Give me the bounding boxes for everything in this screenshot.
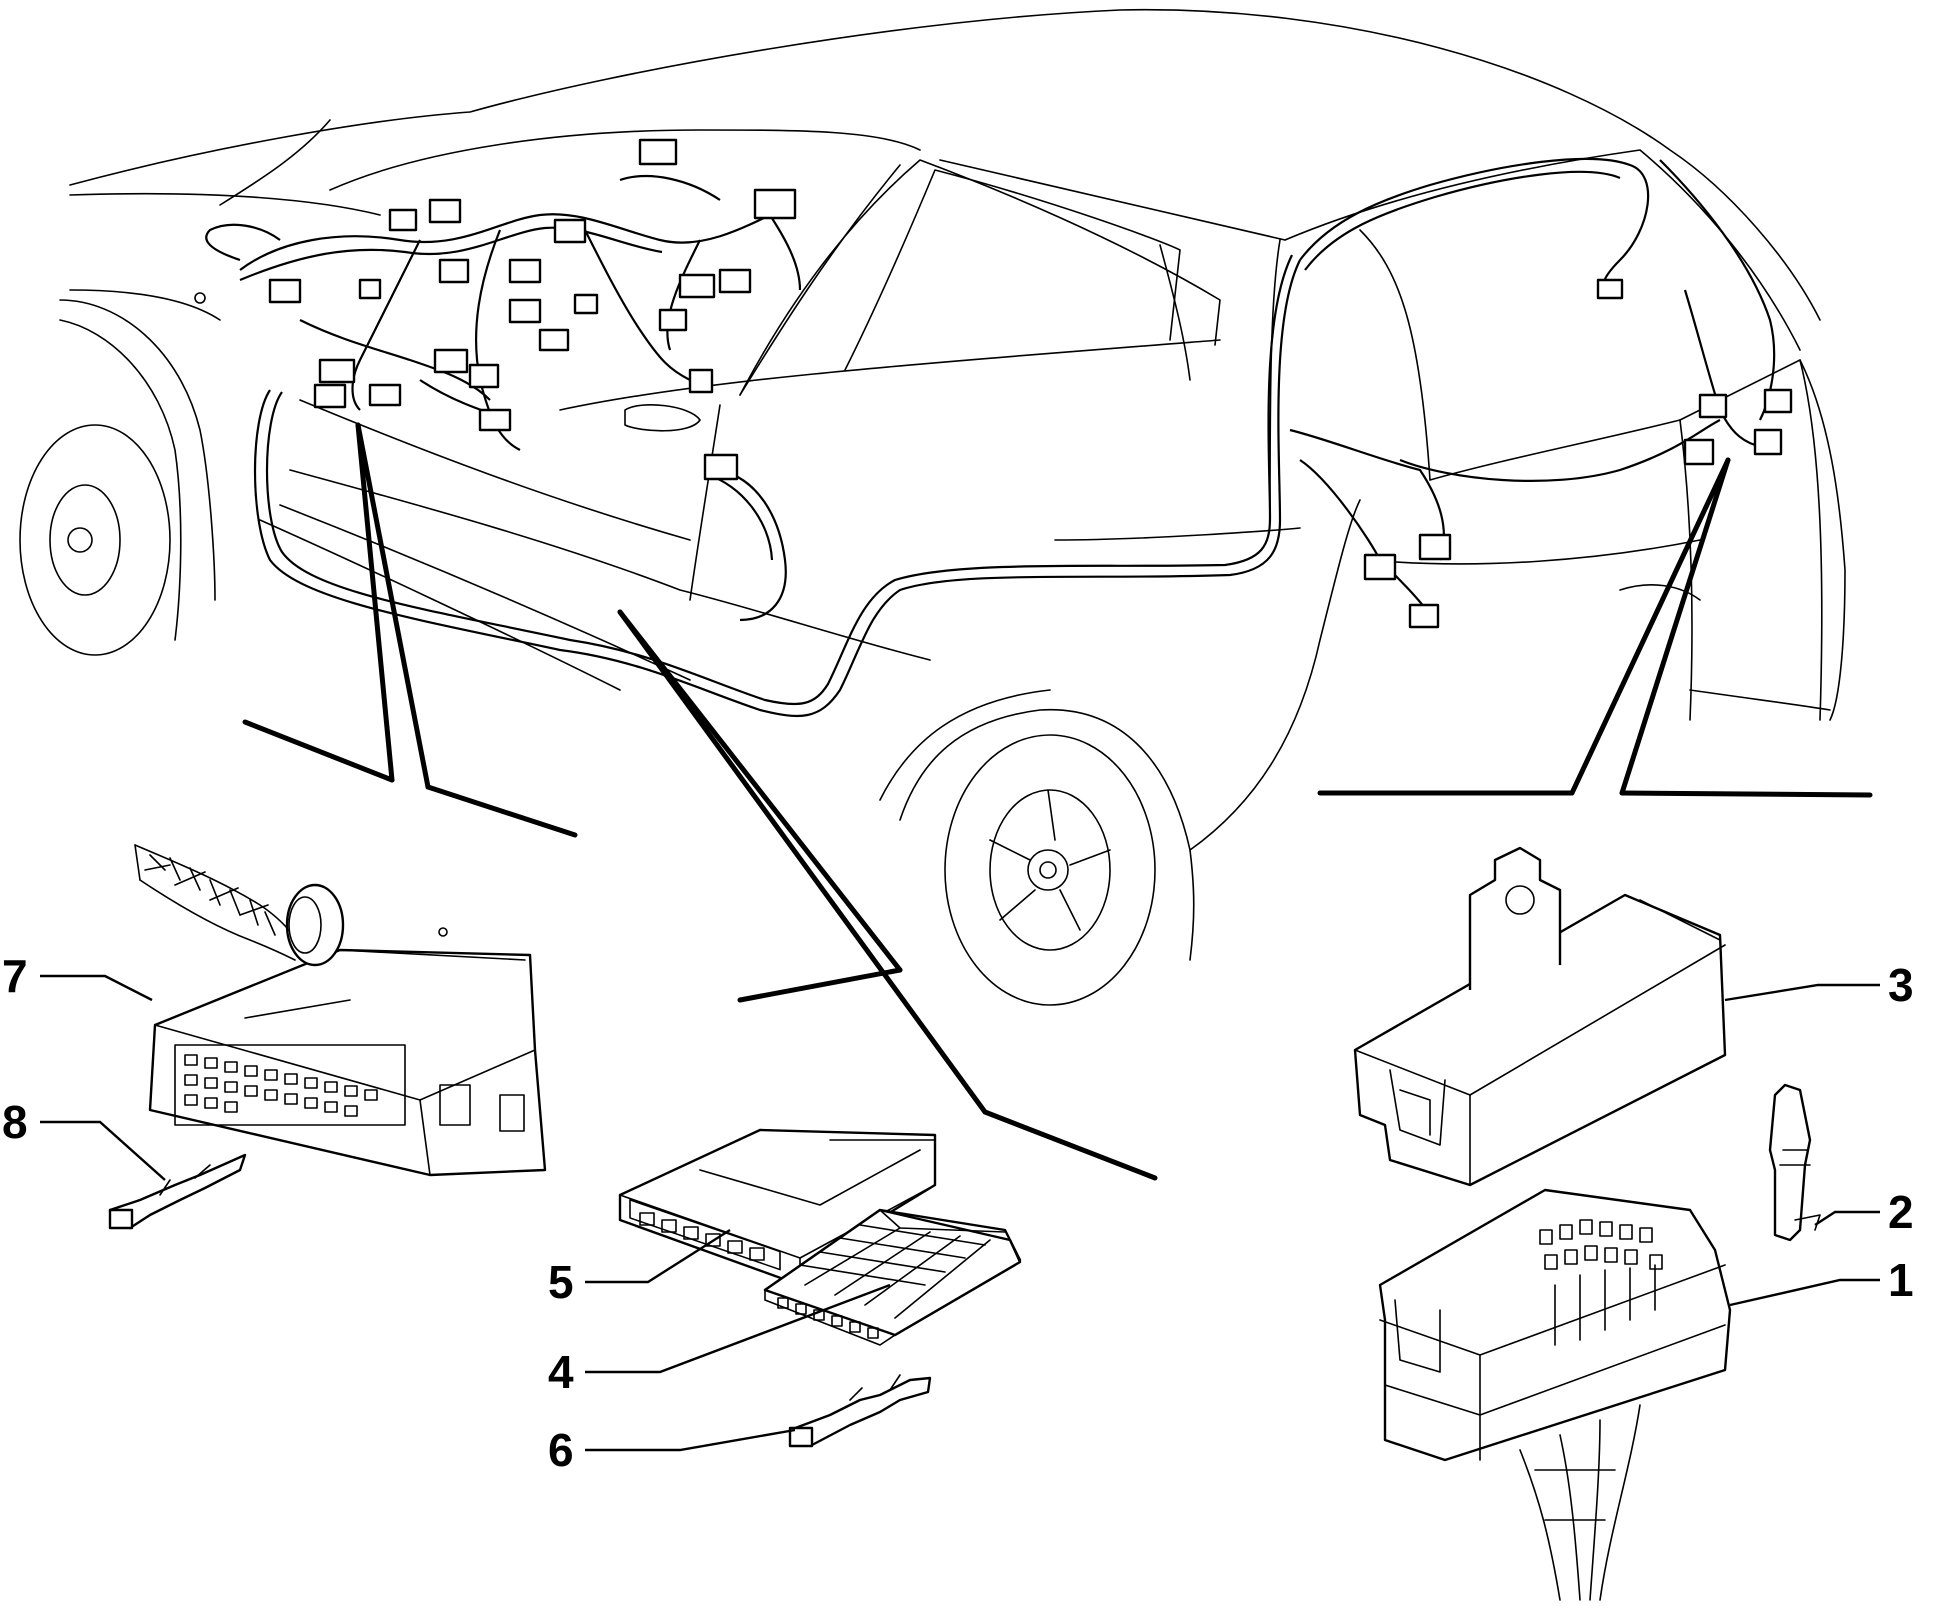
callout-3: 3 (1888, 959, 1914, 1011)
part-6-terminal (788, 1374, 932, 1448)
callout-labels: 7 8 5 4 6 3 2 1 (2, 950, 1914, 1476)
callout-leaders (40, 974, 1880, 1452)
part-8-terminal (108, 1153, 247, 1230)
callout-7: 7 (2, 950, 28, 1002)
part-3-module (1353, 846, 1727, 1187)
callout-8: 8 (2, 1096, 28, 1148)
callout-2: 2 (1888, 1186, 1914, 1238)
part-4-connector (763, 1208, 1022, 1346)
callout-4: 4 (548, 1346, 574, 1398)
wiring-harness (205, 138, 1793, 718)
part-2-clip (1768, 1083, 1821, 1242)
callout-1: 1 (1888, 1254, 1914, 1306)
leader-lines (242, 422, 1873, 1181)
part-1-connector-block (1378, 1188, 1732, 1601)
part-5-connector-housing (618, 1128, 937, 1287)
car-body (19, 8, 1846, 1006)
callout-6: 6 (548, 1424, 574, 1476)
part-7-control-unit (134, 844, 547, 1177)
callout-5: 5 (548, 1256, 574, 1308)
